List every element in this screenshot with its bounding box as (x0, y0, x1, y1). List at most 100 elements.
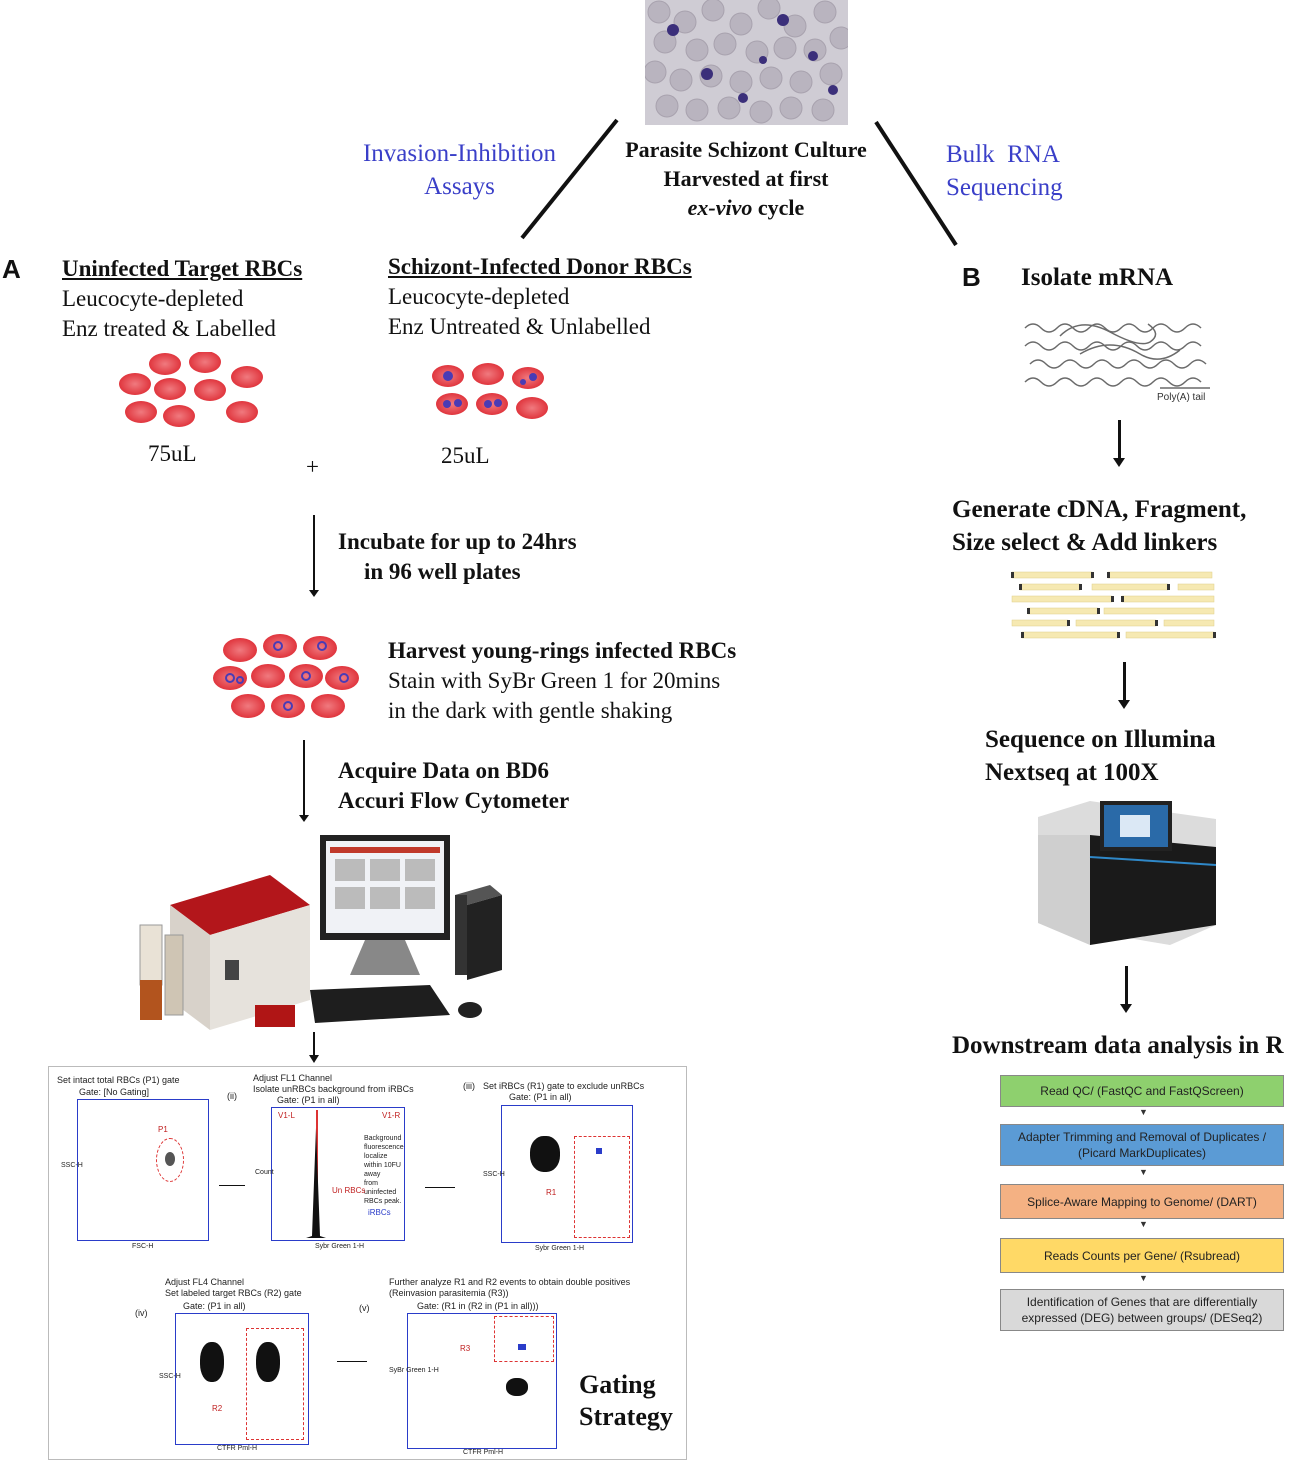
mrna-illustration (1024, 323, 1210, 389)
step-cdna-line1: Generate cDNA, Fragment, (952, 496, 1247, 523)
p3-gate: Gate: (P1 in all) (509, 1092, 572, 1102)
p4-gate-rect (246, 1328, 304, 1440)
polya-label: Poly(A) tail (1157, 392, 1206, 403)
step-sequence-line2: Nextseq at 100X (985, 759, 1159, 786)
arrow-p2-p3 (425, 1187, 455, 1188)
p2-num: (ii) (227, 1091, 237, 1101)
pipeline-trim-line1: Adapter Trimming and Removal of Duplicat… (1017, 1130, 1267, 1144)
p5-gate-rect (494, 1316, 554, 1362)
target-line1: Leucocyte-depleted (62, 286, 244, 311)
target-line2: Enz treated & Labelled (62, 316, 276, 341)
pipeline-box-mapping: Splice-Aware Mapping to Genome/ (DART) (1000, 1184, 1284, 1219)
p3-num: (iii) (463, 1081, 475, 1091)
panel-b-letter: B (962, 262, 981, 292)
p5-double-positive (518, 1344, 526, 1350)
right-branch-line (874, 120, 958, 247)
gating-strategy-label: Gating Strategy (579, 1369, 673, 1433)
p4-y-label: SSC-H (159, 1373, 181, 1380)
p4-gate: Gate: (P1 in all) (183, 1301, 246, 1311)
arrow-b2 (1123, 662, 1126, 704)
acquire-line1: Acquire Data on BD6 (338, 758, 550, 783)
p3-gate-rect (574, 1136, 630, 1238)
p4-title2: Set labeled target RBCs (R2) gate (165, 1288, 302, 1298)
arrow-acquire-head (299, 815, 309, 822)
pipeline-trim-line2: (Picard MarkDuplicates) (1077, 1146, 1207, 1160)
acquire-line2: Accuri Flow Cytometer (338, 788, 570, 813)
arrow-b3-head (1120, 1004, 1132, 1013)
pipeline-mapping-line1: Splice-Aware Mapping to Genome/ (DART) (1027, 1194, 1257, 1209)
arrow-b3 (1125, 966, 1128, 1008)
step-sequence-line1: Sequence on Illumina (985, 726, 1216, 753)
pipeline-arrow-3: ▼ (1139, 1219, 1148, 1229)
p4-population-left (200, 1342, 224, 1382)
blood-smear-graphic (645, 0, 848, 125)
p2-title1: Adjust FL1 Channel (253, 1073, 333, 1083)
arrow-b1 (1118, 420, 1121, 462)
infected-rbc-cluster (432, 363, 548, 419)
p2-note3: from uninfected RBCs peak. (364, 1180, 402, 1205)
pipeline-arrow-1: ▼ (1139, 1107, 1148, 1117)
culture-line3-italic: ex-vivo (687, 195, 753, 220)
p3-main-population (530, 1136, 560, 1172)
arrow-p1-p2 (219, 1185, 245, 1186)
incubate-line1: Incubate for up to 24hrs (338, 529, 577, 554)
step-sequence: Sequence on Illumina Nextseq at 100X (985, 723, 1216, 789)
arrow-acquire (303, 740, 305, 818)
acquire-text: Acquire Data on BD6 Accuri Flow Cytomete… (338, 756, 569, 816)
p2-v1r: V1-R (382, 1111, 401, 1120)
right-branch-label: Bulk RNA Sequencing (946, 138, 1086, 204)
arrow-p4-p5 (337, 1361, 367, 1362)
p2-unrbcs: Un RBCs (332, 1186, 366, 1195)
plus-sign: + (306, 454, 319, 479)
p1-x-label: FSC-H (132, 1243, 154, 1250)
p4-x-label: CTFR Pml-H (217, 1445, 258, 1452)
incubate-text: Incubate for up to 24hrs in 96 well plat… (338, 527, 577, 587)
harvest-rbc-cluster (213, 634, 359, 718)
pipeline-box-trim: Adapter Trimming and Removal of Duplicat… (1000, 1124, 1284, 1166)
sequencer-illustration (1038, 801, 1217, 945)
target-volume: 75uL (148, 441, 197, 466)
arrow-b1-head (1113, 458, 1125, 467)
culture-line1: Parasite Schizont Culture (625, 137, 867, 162)
p3-irbc-population (596, 1148, 602, 1154)
arrow-b2-head (1118, 700, 1130, 709)
incubate-line2: in 96 well plates (364, 559, 521, 584)
donor-line2: Enz Untreated & Unlabelled (388, 314, 651, 339)
target-title: Uninfected Target RBCs (62, 256, 303, 281)
p4-label: R2 (212, 1404, 223, 1413)
plot-p5: R3 (407, 1313, 557, 1449)
gating-line1: Gating (579, 1370, 656, 1399)
p3-y-label: SSC-H (483, 1171, 505, 1178)
right-branch-line2: Sequencing (946, 174, 1063, 201)
p2-y-label: Count (255, 1169, 274, 1176)
branch-lines (520, 118, 958, 247)
pipeline-qc-line1: Read QC/ (FastQC and FastQScreen) (1040, 1084, 1244, 1098)
harvest-title: Harvest young-rings infected RBCs (388, 638, 737, 663)
p2-irbcs: iRBCs (368, 1208, 391, 1217)
culture-line3-rest: cycle (752, 195, 805, 220)
gating-line2: Strategy (579, 1402, 673, 1431)
p2-histogram (306, 1128, 326, 1238)
p3-label: R1 (546, 1188, 557, 1197)
p5-title2: (Reinvasion parasitemia (R3)) (389, 1288, 509, 1298)
panel-a-letter: A (2, 254, 21, 284)
plot-p1: P1 (77, 1099, 209, 1241)
p4-num: (iv) (135, 1308, 148, 1318)
pipeline-arrow-2: ▼ (1139, 1167, 1148, 1177)
p1-gate: Gate: [No Gating] (79, 1087, 150, 1097)
p2-title2: Isolate unRBCs background from iRBCs (253, 1084, 414, 1094)
right-branch-line1: Bulk RNA (946, 141, 1060, 168)
step-isolate-mrna: Isolate mRNA (1021, 264, 1174, 291)
step-cdna: Generate cDNA, Fragment, Size select & A… (952, 493, 1246, 559)
p2-gate: Gate: (P1 in all) (277, 1095, 340, 1105)
p3-title: Set iRBCs (R1) gate to exclude unRBCs (483, 1081, 645, 1091)
left-branch-label: Invasion-Inhibition Assays (352, 137, 567, 203)
p1-gate-ellipse (156, 1138, 184, 1182)
pipeline-deg-line2: expressed (DEG) between groups/ (DESeq2) (1021, 1311, 1263, 1325)
p5-y-label: SyBr Green 1-H (389, 1367, 439, 1374)
pipeline-box-qc: Read QC/ (FastQC and FastQScreen) (1000, 1075, 1284, 1107)
p2-v1l: V1-L (278, 1111, 295, 1120)
cdna-fragments-illustration (1011, 571, 1216, 639)
harvest-text: Harvest young-rings infected RBCs Stain … (388, 636, 736, 726)
step-cdna-line2: Size select & Add linkers (952, 529, 1218, 556)
